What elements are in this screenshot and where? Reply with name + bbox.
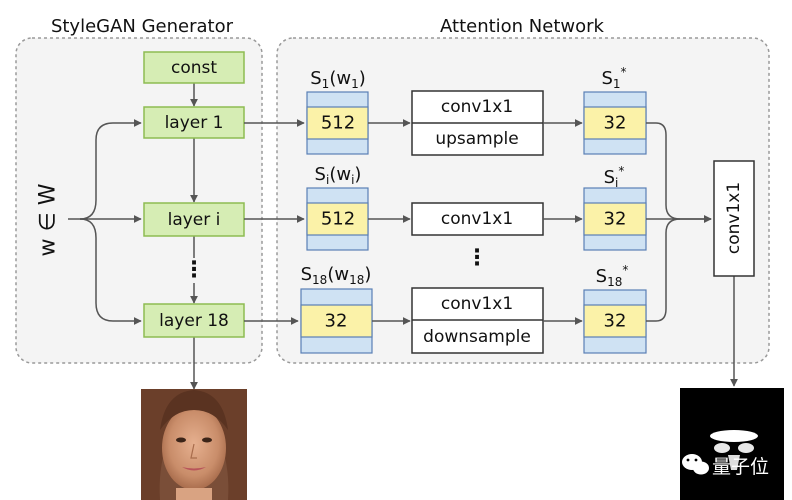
style-s1: S1(w1) 512	[306, 68, 369, 155]
layer-18-box: layer 18	[143, 303, 245, 338]
op-row-1-conv-label: conv1x1	[441, 97, 513, 117]
style-si-value: 512	[321, 209, 355, 230]
output-s18-label: S18*	[596, 263, 629, 289]
wechat-icon	[682, 454, 709, 475]
layer-to-style-arrows	[244, 119, 305, 325]
output-si-label: Si*	[604, 164, 625, 190]
final-conv-box: conv1x1	[713, 160, 755, 277]
output-si: Si* 32	[583, 164, 647, 251]
output-s1: S1* 32	[583, 65, 647, 155]
output-s1-value: 32	[604, 113, 627, 134]
op-row-18-conv-label: conv1x1	[441, 294, 513, 314]
op-row-18: conv1x1 downsample	[411, 287, 544, 354]
style-s1-value: 512	[321, 113, 355, 134]
style-s18-value: 32	[325, 311, 348, 332]
layer-18-label: layer 18	[159, 311, 229, 331]
style-si: Si(wi) 512	[306, 164, 369, 251]
generator-ellipsis: ⋮	[183, 258, 205, 283]
layer-i-label: layer i	[168, 210, 221, 230]
attention-mask-image	[680, 388, 784, 500]
output-s18-value: 32	[604, 311, 627, 332]
op-row-i-conv-label: conv1x1	[441, 209, 513, 229]
layer-1-box: layer 1	[143, 106, 245, 139]
generated-face-image	[141, 389, 247, 500]
watermark-text: 量子位	[712, 456, 769, 478]
op-row-i: conv1x1	[411, 202, 544, 236]
const-box: const	[143, 51, 245, 84]
generator-arrows	[68, 83, 198, 390]
output-s1-label: S1*	[601, 65, 626, 91]
attention-group-title: Attention Network	[440, 16, 605, 37]
ops-ellipsis: ⋮	[466, 246, 488, 271]
input-latent-label: w ∈ W	[36, 183, 61, 256]
merge-arrows	[646, 122, 738, 387]
op-row-1-upsample-label: upsample	[435, 129, 518, 149]
const-label: const	[171, 58, 217, 78]
op-to-output-arrows	[543, 119, 583, 325]
style-s18-label: S18(w18)	[301, 264, 372, 287]
layer-i-box: layer i	[143, 202, 245, 237]
output-si-value: 32	[604, 209, 627, 230]
style-s1-label: S1(w1)	[310, 68, 366, 91]
style-to-op-arrows	[368, 119, 411, 325]
layer-1-label: layer 1	[165, 113, 224, 133]
final-conv-label: conv1x1	[724, 182, 744, 254]
op-row-18-downsample-label: downsample	[423, 327, 531, 347]
style-si-label: Si(wi)	[315, 164, 362, 187]
style-s18: S18(w18) 32	[300, 264, 373, 354]
watermark: 量子位	[682, 454, 769, 478]
op-row-1: conv1x1 upsample	[411, 90, 544, 156]
generator-group-title: StyleGAN Generator	[51, 16, 234, 37]
